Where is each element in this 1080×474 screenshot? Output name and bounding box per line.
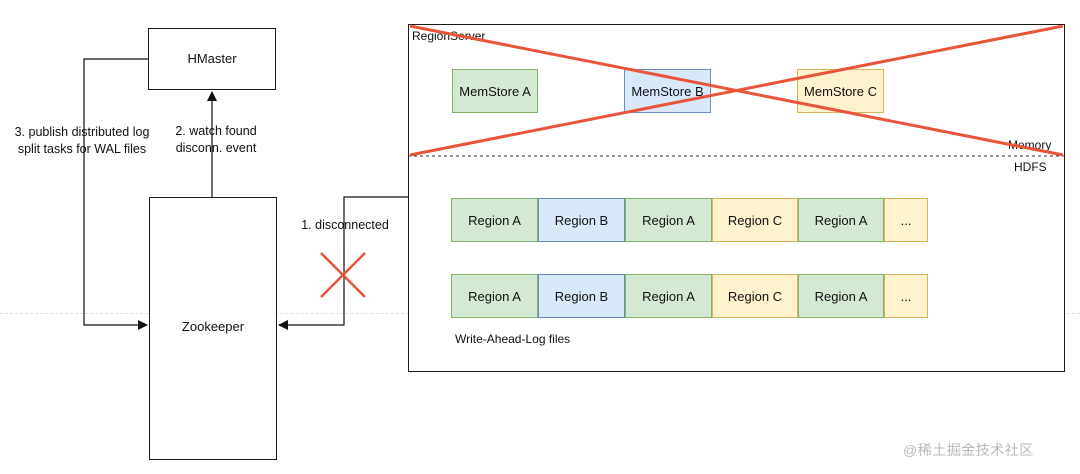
wal-row2-cell-4: Region C — [712, 274, 798, 318]
watch-edge-label-line-2: disconn. event — [175, 141, 257, 155]
wal-row1-cell-4: Region C — [712, 198, 798, 242]
wal-row2-cell-2: Region B — [538, 274, 625, 318]
wal-row2-cell-3: Region A — [625, 274, 712, 318]
hmaster-box — [148, 28, 276, 90]
publish-edge-label-line-2: split tasks for WAL files — [17, 142, 147, 156]
wal-row1-cell-2: Region B — [538, 198, 625, 242]
publish-edge-label-line-1: 3. publish distributed log — [14, 125, 150, 139]
memory-cross-line-2 — [409, 24, 1064, 157]
disconnected-edge-label: 1. disconnected — [296, 217, 394, 234]
region-server-label: RegionServer — [412, 29, 486, 43]
zookeeper-label: Zookeeper — [181, 319, 245, 334]
wal-row1-cell-6: ... — [884, 198, 928, 242]
zookeeper-box — [149, 197, 277, 460]
hdfs-label: HDFS — [1014, 160, 1047, 174]
disconnect-cross-line-2 — [320, 252, 366, 298]
watch-edge-label-line-1: 2. watch found — [175, 124, 257, 138]
wal-row1-cell-1: Region A — [451, 198, 538, 242]
disconnected-arrow — [278, 196, 408, 330]
watermark: @稀土掘金技术社区 — [903, 442, 1034, 458]
watch-edge-label: 2. watch found disconn. event — [168, 123, 264, 157]
wal-row1-cell-5: Region A — [798, 198, 884, 242]
hmaster-label: HMaster — [187, 51, 237, 66]
memory-label: Memory — [1008, 138, 1052, 152]
wal-row1-cell-3: Region A — [625, 198, 712, 242]
wal-files-label: Write-Ahead-Log files — [455, 332, 571, 346]
memstore-a: MemStore A — [452, 69, 538, 113]
publish-edge-label: 3. publish distributed log split tasks f… — [2, 124, 162, 158]
publish-arrow — [83, 58, 148, 330]
wal-row2-cell-1: Region A — [451, 274, 538, 318]
wal-row2-cell-6: ... — [884, 274, 928, 318]
wal-row2-cell-5: Region A — [798, 274, 884, 318]
